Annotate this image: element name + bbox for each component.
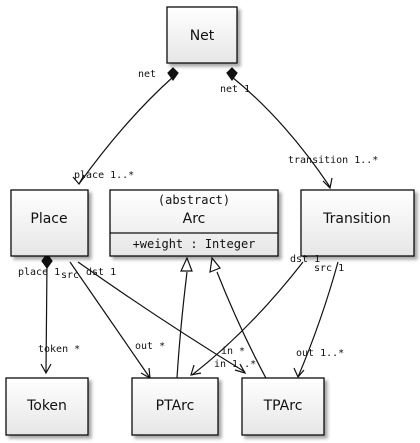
token-arrowhead (40, 363, 52, 375)
transition-ptarc-association (191, 261, 304, 376)
role-tp-in: in * (221, 346, 245, 357)
connectors (40, 67, 339, 383)
tparc-out-arrowhead (293, 367, 305, 379)
role-place-top: place 1..* (74, 170, 134, 181)
class-tparc: TPArc (241, 377, 325, 436)
place-ptarc-association (69, 261, 151, 379)
class-transition: Transition (300, 189, 415, 257)
net-place-association (78, 76, 174, 185)
place-composition-diamond (41, 252, 53, 270)
class-arc: (abstract) Arc +weight : Integer (109, 189, 279, 257)
class-token: Token (5, 377, 89, 436)
class-net-name: Net (190, 28, 215, 44)
ptarc-generalization-arrow (180, 256, 193, 272)
class-transition-name: Transition (322, 211, 391, 227)
role-token: token * (38, 344, 80, 355)
class-place: Place (10, 189, 89, 257)
transition-tparc-association (297, 261, 339, 378)
role-transition-src: src 1 (314, 263, 344, 274)
class-ptarc-name: PTArc (156, 398, 195, 414)
role-transition-out: out 1..* (296, 348, 344, 359)
place-arrowhead (72, 174, 85, 186)
role-place-dst: dst 1 (86, 267, 116, 278)
role-labels: net net 1 place 1..* transition 1..* pla… (18, 69, 378, 370)
tparc-arc-generalization (216, 271, 269, 383)
net-transition-association (231, 76, 331, 188)
place-token-association (45, 261, 48, 373)
class-token-name: Token (26, 398, 67, 414)
class-arc-attribute: +weight : Integer (133, 237, 256, 251)
role-place-out: out * (135, 341, 165, 352)
class-arc-stereotype: (abstract) (158, 193, 230, 207)
class-ptarc: PTArc (131, 377, 219, 436)
class-arc-name: Arc (183, 211, 206, 227)
role-net-right: net 1 (220, 84, 250, 95)
role-pt-in: in 1..* (214, 359, 256, 370)
role-place-bottom: place 1 (18, 267, 60, 278)
tparc-dst-arrowhead (234, 363, 247, 374)
tparc-generalization-arrow (209, 256, 221, 273)
class-tparc-name: TPArc (263, 398, 303, 414)
class-place-name: Place (30, 211, 67, 227)
transition-arrowhead (322, 177, 333, 190)
role-transition-dst: dst 1 (290, 254, 320, 265)
ptarc-arc-generalization (176, 271, 188, 379)
place-tparc-association (77, 261, 246, 373)
class-net: Net (166, 6, 238, 64)
net-left-composition-diamond (167, 67, 179, 82)
net-right-composition-diamond (226, 67, 238, 82)
role-place-src: src (61, 270, 79, 281)
role-net-left: net (138, 69, 156, 80)
ptarc-in-arrowhead (190, 364, 202, 376)
role-transition-top: transition 1..* (288, 155, 378, 166)
